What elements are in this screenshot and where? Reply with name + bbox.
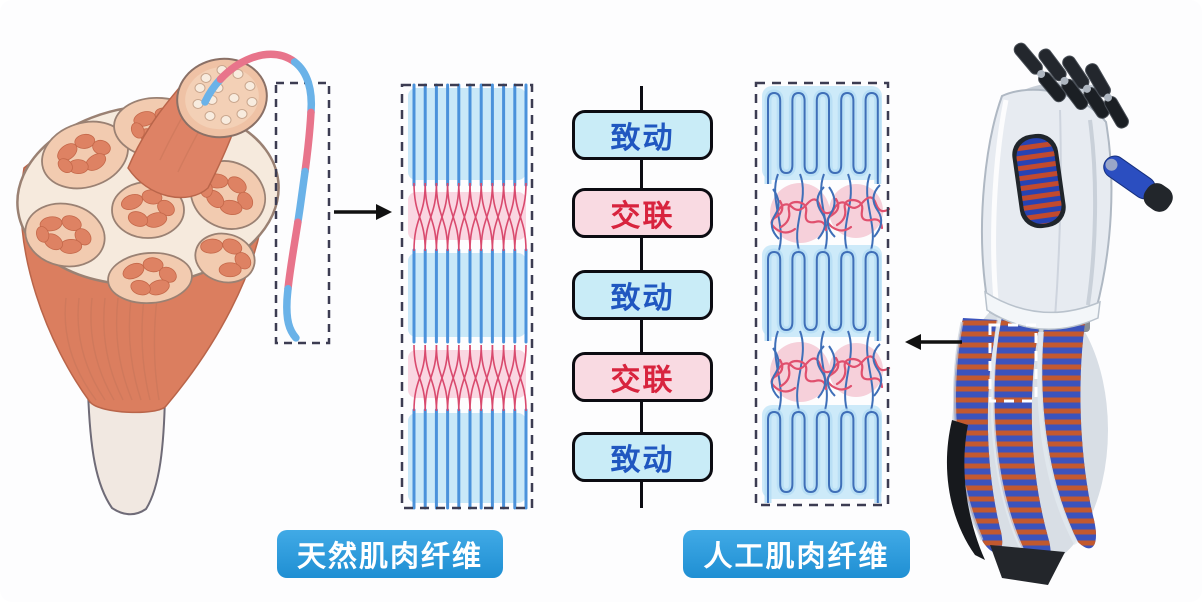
robot-hand-muscle-window bbox=[1012, 133, 1066, 229]
robot-arm-inspect-box bbox=[988, 323, 1038, 403]
muscle-striations bbox=[64, 297, 160, 401]
robot-fingers bbox=[1013, 42, 1129, 129]
flow-step-actuation-2: 致动 bbox=[572, 270, 713, 320]
natural-fiber-panel bbox=[400, 83, 534, 510]
caption-artificial-fiber: 人工肌肉纤维 bbox=[683, 530, 910, 578]
robot-forearm-fin bbox=[946, 420, 985, 560]
artificial-fiber-panel bbox=[754, 81, 891, 507]
robot-hand bbox=[981, 82, 1113, 330]
muscle-illustration bbox=[16, 57, 280, 516]
arrow-right-icon bbox=[334, 204, 392, 220]
fiber-inspect-box bbox=[274, 81, 331, 345]
artificial-panel-dashed-border bbox=[754, 81, 890, 507]
natural-panel-dashed-border bbox=[400, 83, 534, 510]
caption-natural-fiber: 天然肌肉纤维 bbox=[277, 530, 503, 578]
flow-step-actuation-1: 致动 bbox=[572, 110, 713, 160]
arrow-left-icon bbox=[905, 334, 962, 350]
flow-step-crosslink-2: 交联 bbox=[572, 352, 713, 402]
fiber-cross-section-dots bbox=[192, 65, 258, 125]
single-fiber-strand bbox=[201, 50, 316, 342]
flow-step-actuation-3: 致动 bbox=[572, 432, 713, 482]
robot-thumb bbox=[1103, 155, 1173, 212]
flow-step-crosslink-1: 交联 bbox=[572, 188, 713, 238]
robot-hand-illustration bbox=[946, 42, 1173, 585]
